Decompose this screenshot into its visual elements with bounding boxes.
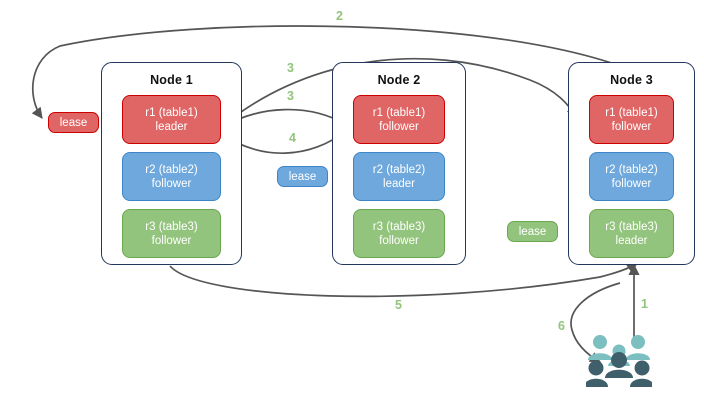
users-icon <box>586 335 652 387</box>
replica-name: r3 (table3) <box>372 220 426 233</box>
replica-r3-node3[interactable]: r3 (table3) leader <box>589 209 674 258</box>
replica-role: follower <box>611 120 652 133</box>
step-label-4: 4 <box>289 131 296 145</box>
replica-name: r1 (table1) <box>605 106 658 119</box>
replica-name: r2 (table2) <box>605 163 658 176</box>
node-title: Node 3 <box>610 73 653 87</box>
node-title: Node 1 <box>150 73 193 87</box>
replica-name: r3 (table3) <box>605 220 658 233</box>
lease-badge-table1[interactable]: lease <box>48 112 99 133</box>
node-container-node3[interactable]: Node 3 r1 (table1) follower r2 (table2) … <box>568 62 695 265</box>
replica-role: follower <box>611 177 652 190</box>
lease-badge-table3[interactable]: lease <box>507 221 558 242</box>
step-label-5: 5 <box>395 298 402 312</box>
replica-role: leader <box>383 177 415 190</box>
edge-step-5 <box>169 262 638 298</box>
replica-r1-node1[interactable]: r1 (table1) leader <box>122 95 221 144</box>
replica-role: leader <box>155 120 188 133</box>
replica-r3-node1[interactable]: r3 (table3) follower <box>122 209 221 258</box>
replica-r3-node2[interactable]: r3 (table3) follower <box>353 209 445 258</box>
step-label-1: 1 <box>641 297 648 311</box>
lease-badge-table2[interactable]: lease <box>277 166 328 187</box>
step-label-6: 6 <box>558 319 565 333</box>
replica-name: r2 (table2) <box>145 163 198 176</box>
step-label-3a: 3 <box>287 61 294 75</box>
replica-r1-node3[interactable]: r1 (table1) follower <box>589 95 674 144</box>
replica-role: follower <box>379 234 419 247</box>
node-container-node2[interactable]: Node 2 r1 (table1) follower r2 (table2) … <box>332 62 466 265</box>
replica-r2-node2[interactable]: r2 (table2) leader <box>353 152 445 201</box>
replica-name: r3 (table3) <box>145 220 198 233</box>
replica-name: r2 (table2) <box>372 163 426 176</box>
step-label-3b: 3 <box>287 89 294 103</box>
replica-role: follower <box>151 177 192 190</box>
node-container-node1[interactable]: Node 1 r1 (table1) leader r2 (table2) fo… <box>101 62 242 265</box>
replica-role: follower <box>379 120 419 133</box>
node-title: Node 2 <box>377 73 421 87</box>
replica-r1-node2[interactable]: r1 (table1) follower <box>353 95 445 144</box>
edge-step-4 <box>223 129 348 154</box>
replica-r2-node3[interactable]: r2 (table2) follower <box>589 152 674 201</box>
replica-role: leader <box>615 234 648 247</box>
replica-r2-node1[interactable]: r2 (table2) follower <box>122 152 221 201</box>
replica-role: follower <box>151 234 192 247</box>
step-label-2: 2 <box>336 9 343 23</box>
replica-name: r1 (table1) <box>145 106 198 119</box>
replica-name: r1 (table1) <box>372 106 426 119</box>
